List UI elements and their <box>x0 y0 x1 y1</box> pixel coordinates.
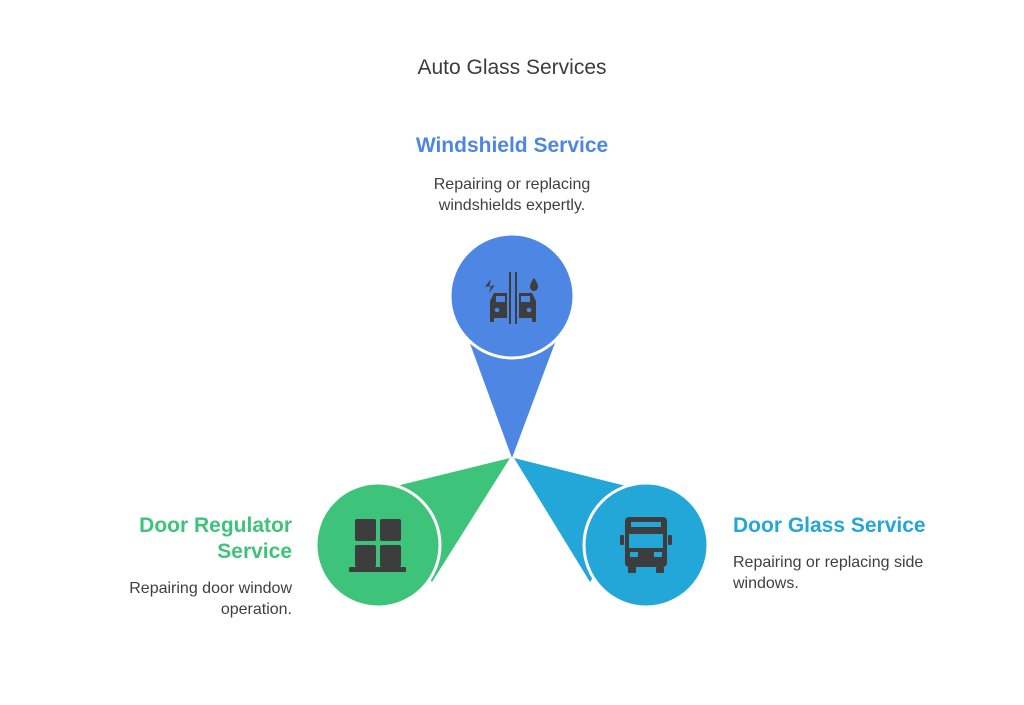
door-regulator-pin <box>314 458 510 609</box>
diagram-title: Auto Glass Services <box>417 56 607 79</box>
description-line: windshields expertly. <box>438 197 586 214</box>
windshield-pin-circle <box>448 232 576 360</box>
description-line: Repairing or replacing side <box>733 554 924 571</box>
description-line: windows. <box>733 575 799 592</box>
window-icon <box>349 519 406 572</box>
windshield-pin <box>448 232 576 458</box>
door-glass-pin <box>514 458 710 609</box>
heading-line: Door Regulator <box>139 514 292 537</box>
truck-front-icon <box>620 517 672 573</box>
door-regulator-pin-circle <box>314 481 442 609</box>
description-line: Repairing or replacing <box>433 176 591 193</box>
windshield-service-heading: Windshield Service <box>415 134 609 157</box>
car-crash-icon <box>485 272 538 324</box>
door-glass-service-description: Repairing or replacing side windows. <box>733 552 943 594</box>
windshield-service-description: Repairing or replacing windshields exper… <box>362 174 662 216</box>
door-glass-pin-tail <box>514 458 650 582</box>
description-line: Repairing door window <box>129 580 292 597</box>
door-regulator-service-description: Repairing door window operation. <box>92 578 292 620</box>
heading-line: Service <box>217 540 292 563</box>
description-line: operation. <box>220 601 292 618</box>
door-regulator-service-heading: Door Regulator Service <box>92 513 292 565</box>
door-glass-service-heading: Door Glass Service <box>733 514 926 537</box>
